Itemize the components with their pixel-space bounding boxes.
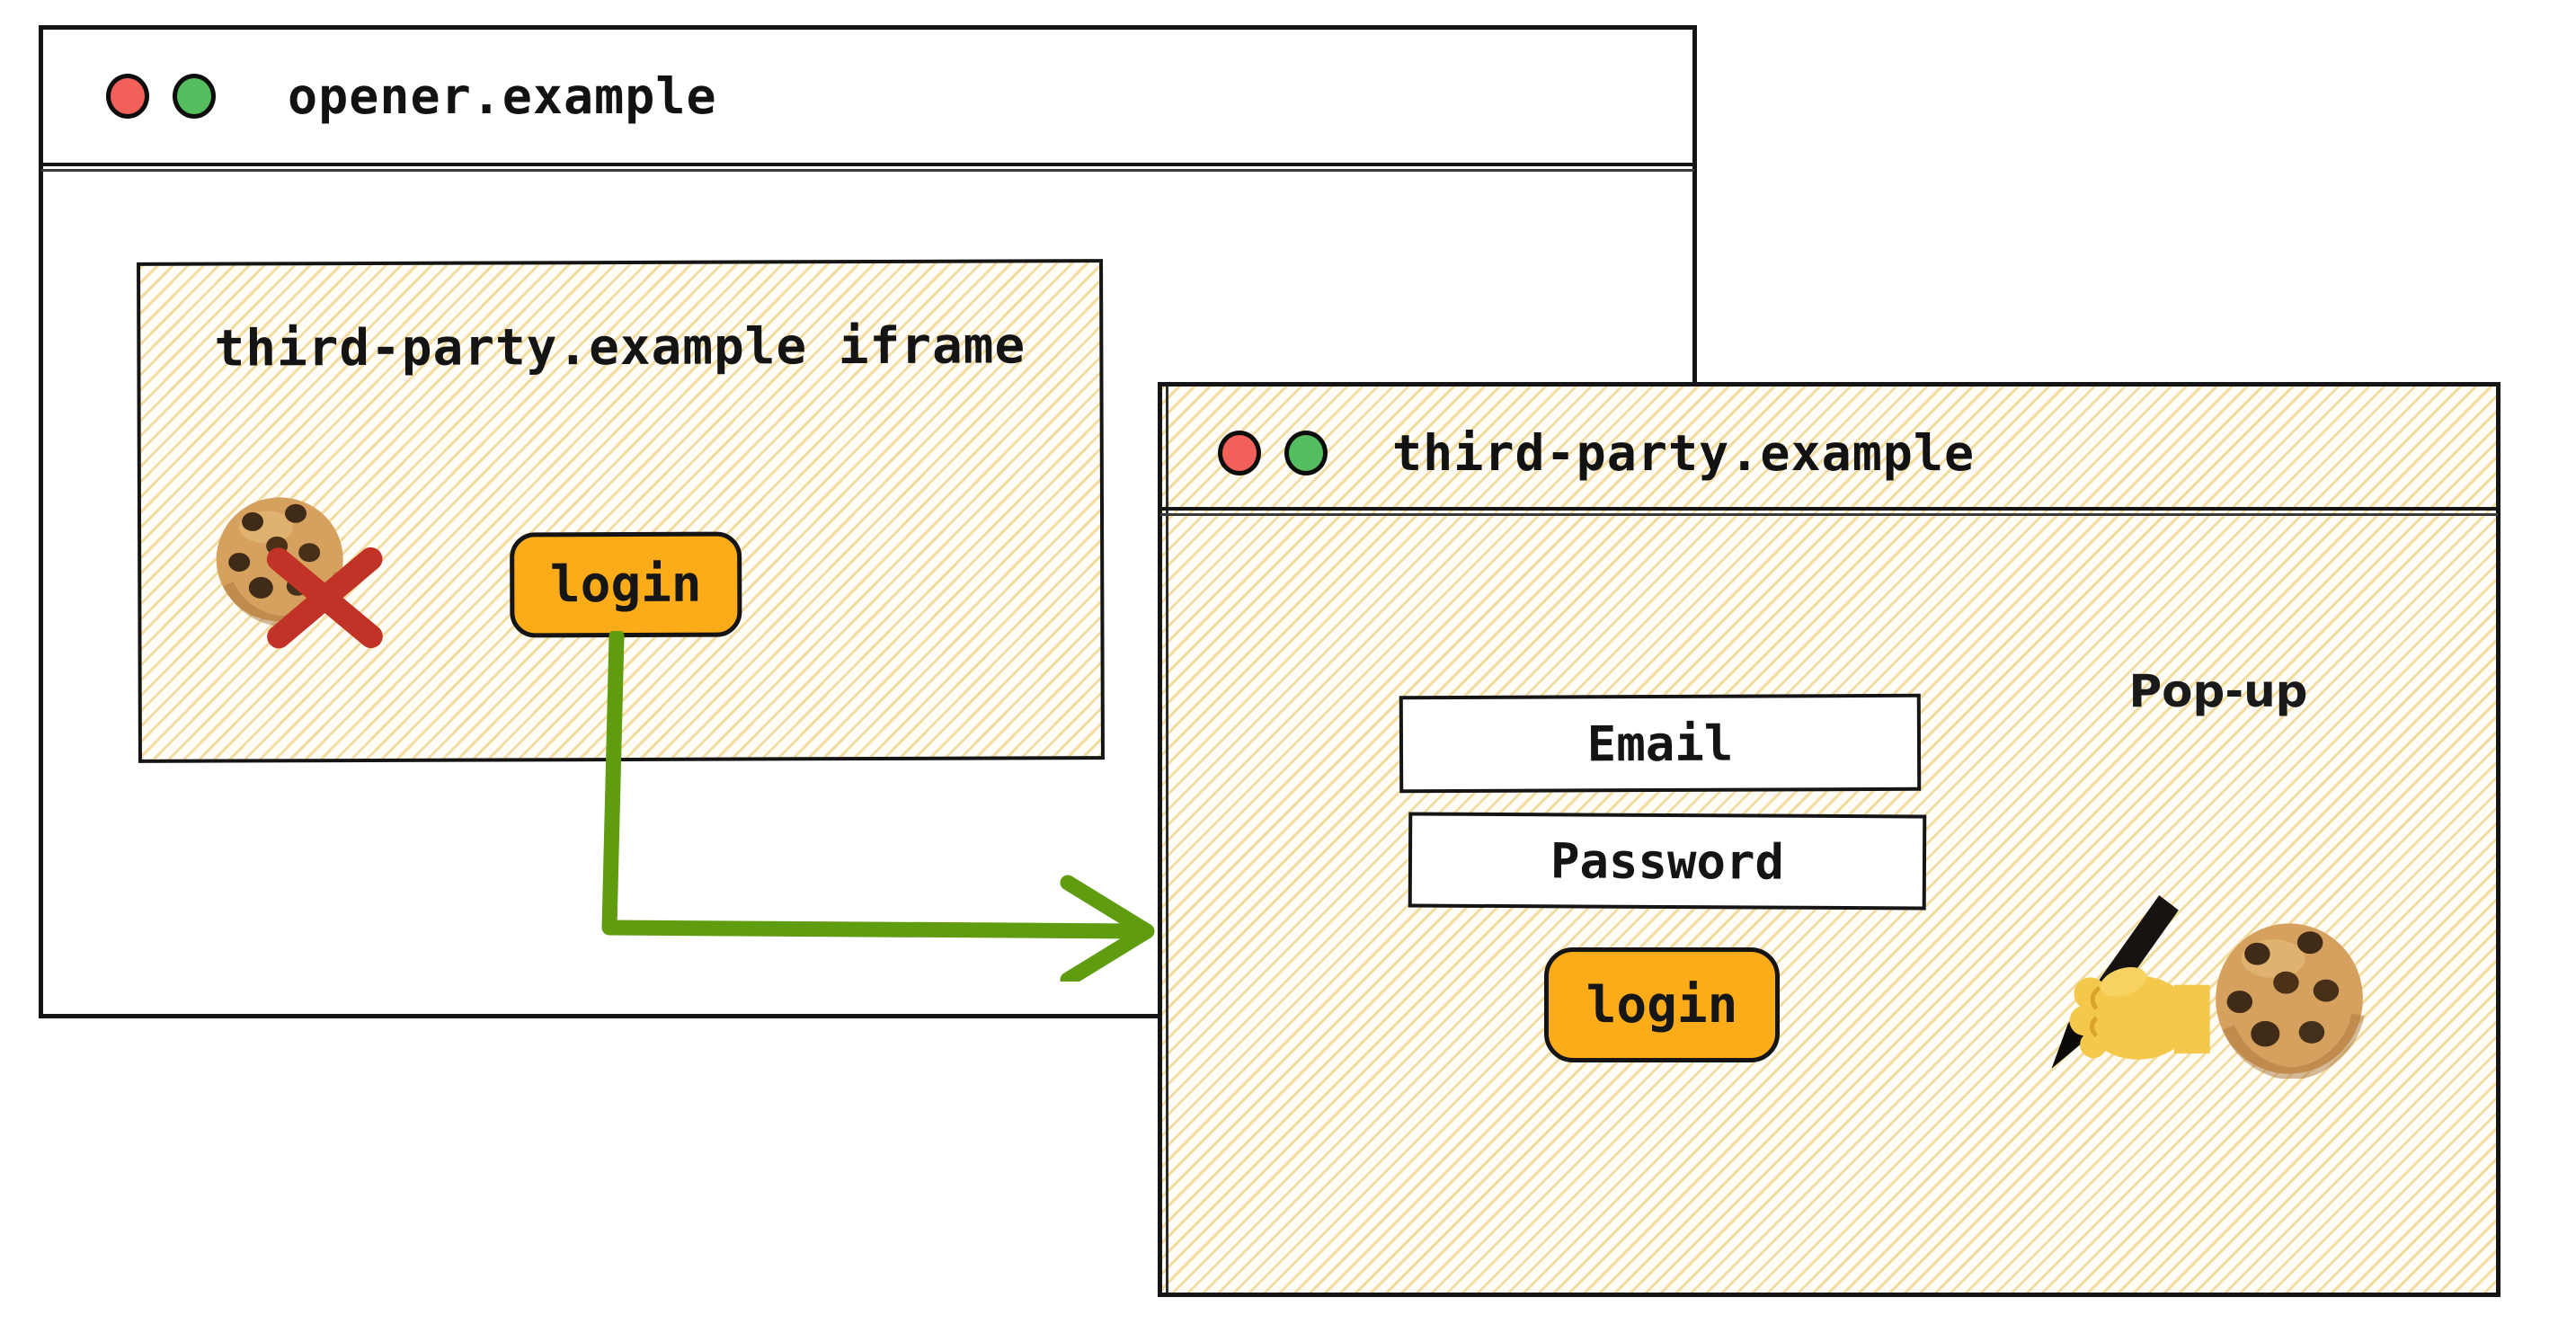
popup-window: third-party.example Pop-up Email Passwor… xyxy=(1158,382,2500,1297)
opener-titlebar: opener.example xyxy=(41,30,1694,172)
popup-window-title: third-party.example xyxy=(1392,424,1976,482)
iframe-login-button[interactable]: login xyxy=(510,531,742,638)
traffic-light-green-icon[interactable] xyxy=(173,74,216,119)
traffic-light-red-icon[interactable] xyxy=(106,74,149,119)
password-field[interactable]: Password xyxy=(1408,812,1927,911)
blocked-cookie xyxy=(202,492,387,653)
opener-window-title: opener.example xyxy=(288,67,717,125)
cookie-icon xyxy=(2216,923,2365,1079)
popup-label: Pop-up xyxy=(2128,665,2308,717)
traffic-light-green-icon[interactable] xyxy=(1284,431,1328,475)
writing-hand-icon xyxy=(2051,895,2210,1069)
popup-login-button[interactable]: login xyxy=(1544,947,1780,1062)
popup-titlebar: third-party.example xyxy=(1160,387,2498,516)
email-field[interactable]: Email xyxy=(1399,693,1922,794)
flow-arrow-icon xyxy=(601,631,1155,982)
blocked-x-icon xyxy=(262,542,387,653)
third-party-iframe: third-party.example iframe xyxy=(137,259,1105,763)
iframe-label: third-party.example iframe xyxy=(214,316,1026,378)
traffic-light-red-icon[interactable] xyxy=(1218,431,1261,475)
